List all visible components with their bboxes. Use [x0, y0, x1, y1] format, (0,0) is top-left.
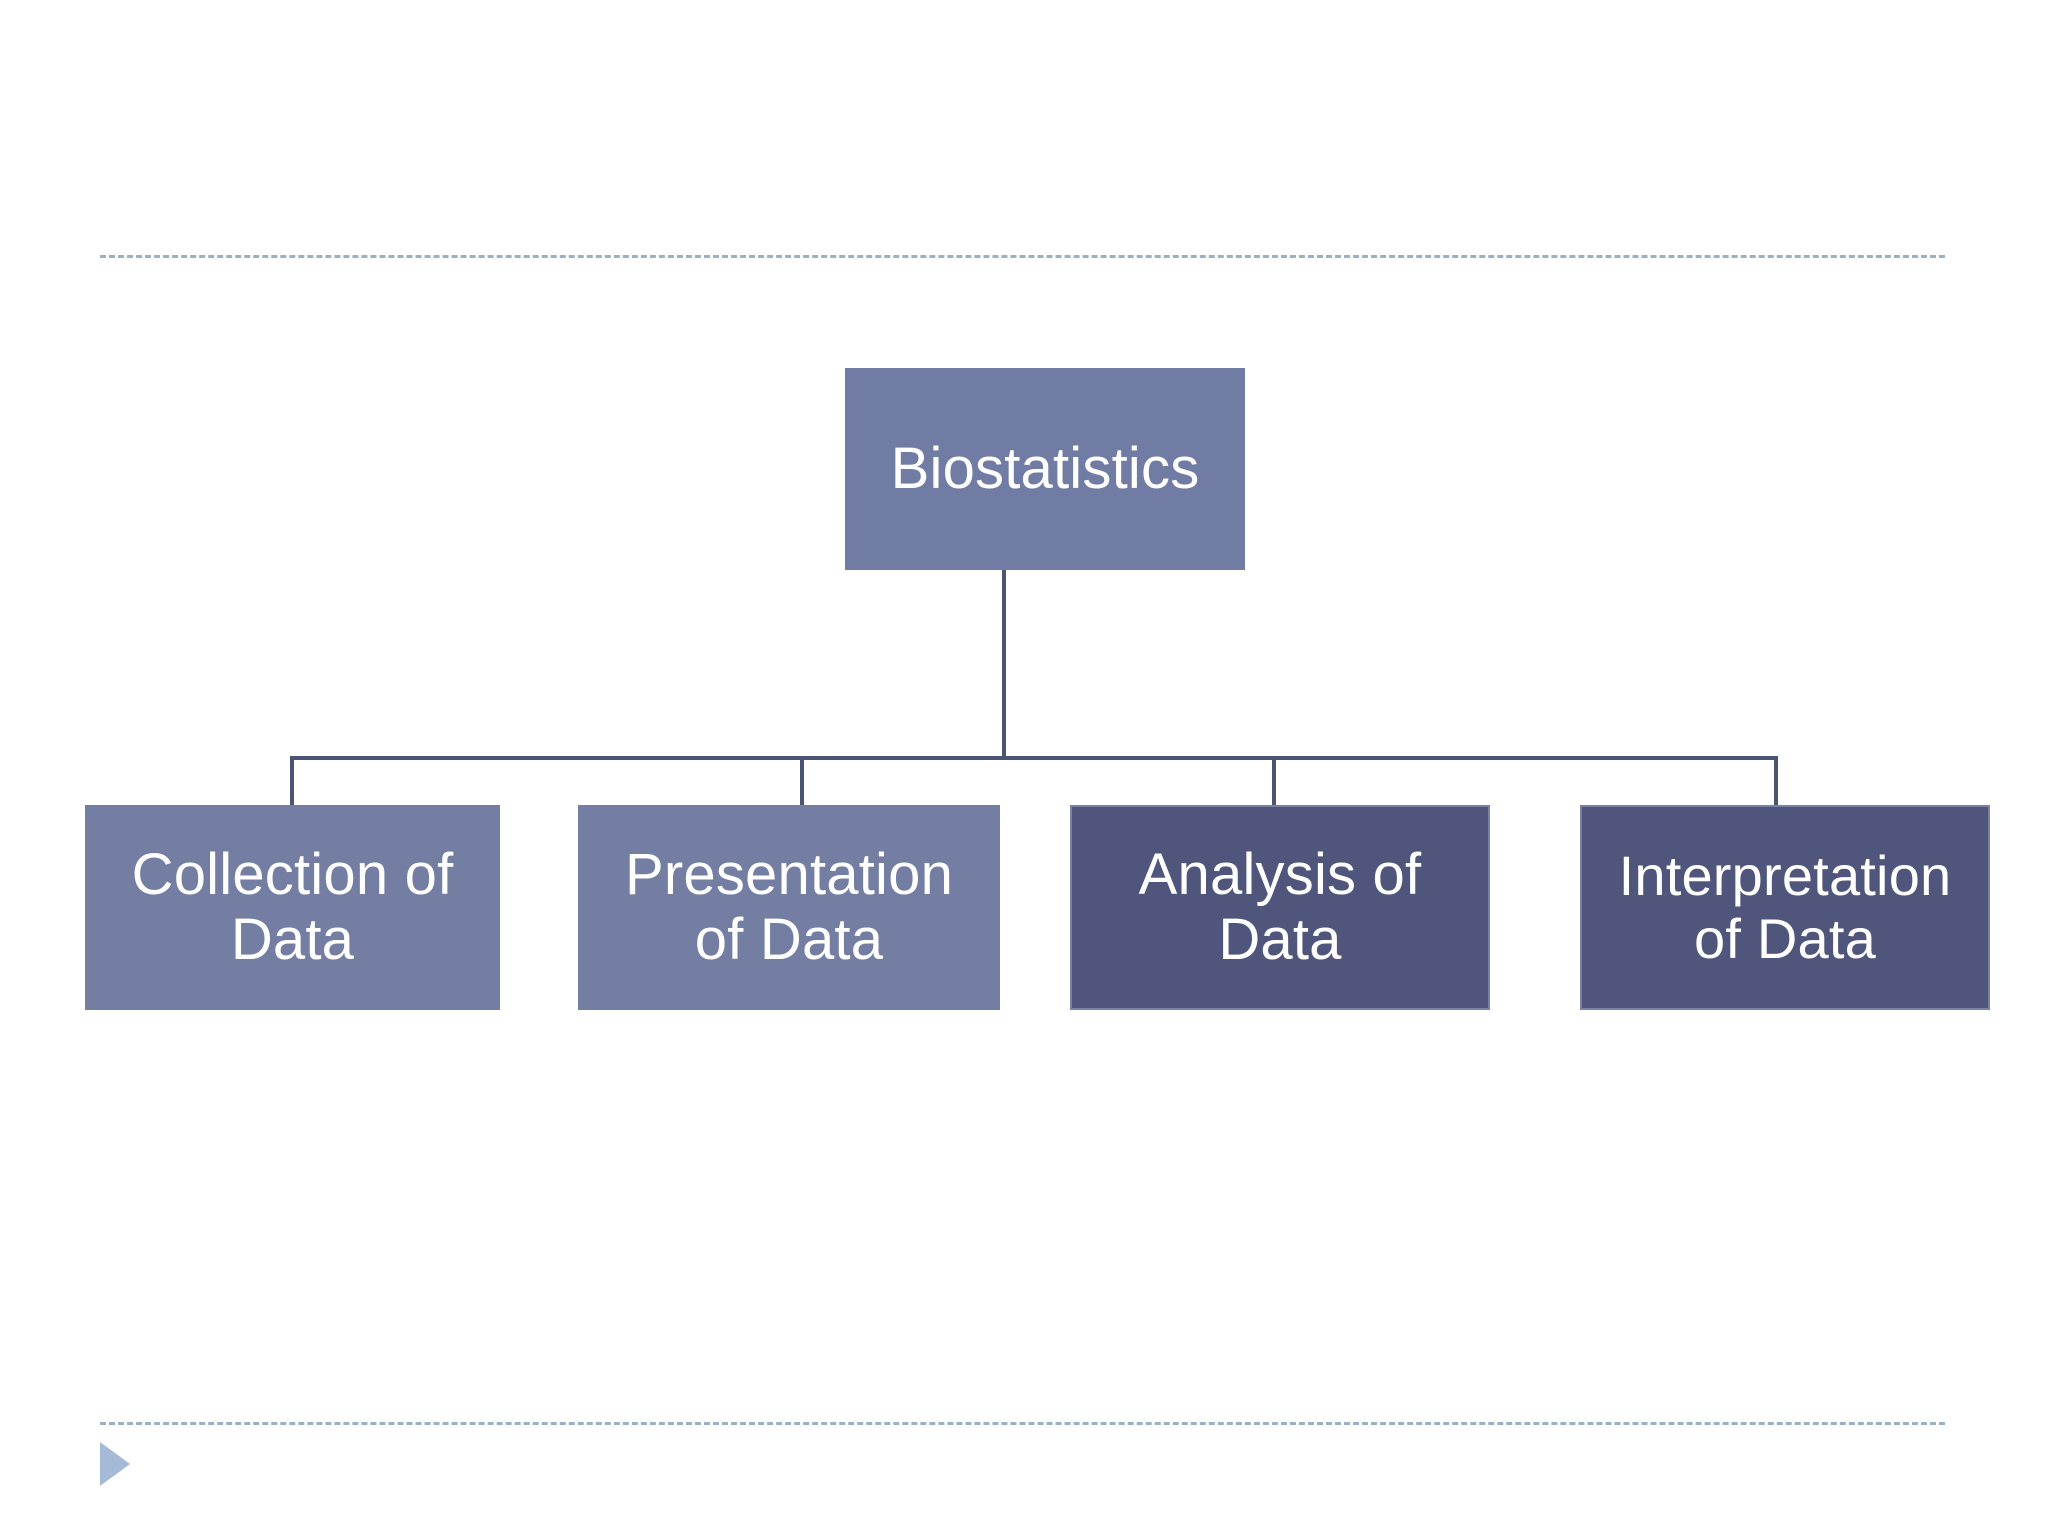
- node-biostatistics-label: Biostatistics: [890, 435, 1200, 501]
- node-analysis-of-data[interactable]: Analysis of Data: [1070, 805, 1490, 1010]
- node-collection-of-data[interactable]: Collection of Data: [85, 805, 500, 1010]
- node-analysis-of-data-label: Analysis of Data: [1138, 841, 1422, 972]
- node-presentation-of-data[interactable]: Presentation of Data: [578, 805, 1000, 1010]
- top-divider-rule: [100, 255, 1945, 258]
- connector-horizontal-bus: [290, 756, 1778, 760]
- triangle-right-icon: [100, 1442, 130, 1486]
- connector-drop-collection: [290, 756, 294, 808]
- connector-drop-interpretation: [1774, 756, 1778, 808]
- connector-drop-analysis: [1272, 756, 1276, 808]
- node-collection-of-data-label: Collection of Data: [131, 841, 454, 972]
- connector-root-stem: [1002, 570, 1006, 760]
- node-interpretation-of-data[interactable]: Interpretation of Data: [1580, 805, 1990, 1010]
- node-biostatistics[interactable]: Biostatistics: [845, 368, 1245, 570]
- node-interpretation-of-data-label: Interpretation of Data: [1618, 843, 1952, 970]
- bottom-divider-rule: [100, 1422, 1945, 1425]
- node-presentation-of-data-label: Presentation of Data: [624, 841, 954, 972]
- connector-drop-presentation: [800, 756, 804, 808]
